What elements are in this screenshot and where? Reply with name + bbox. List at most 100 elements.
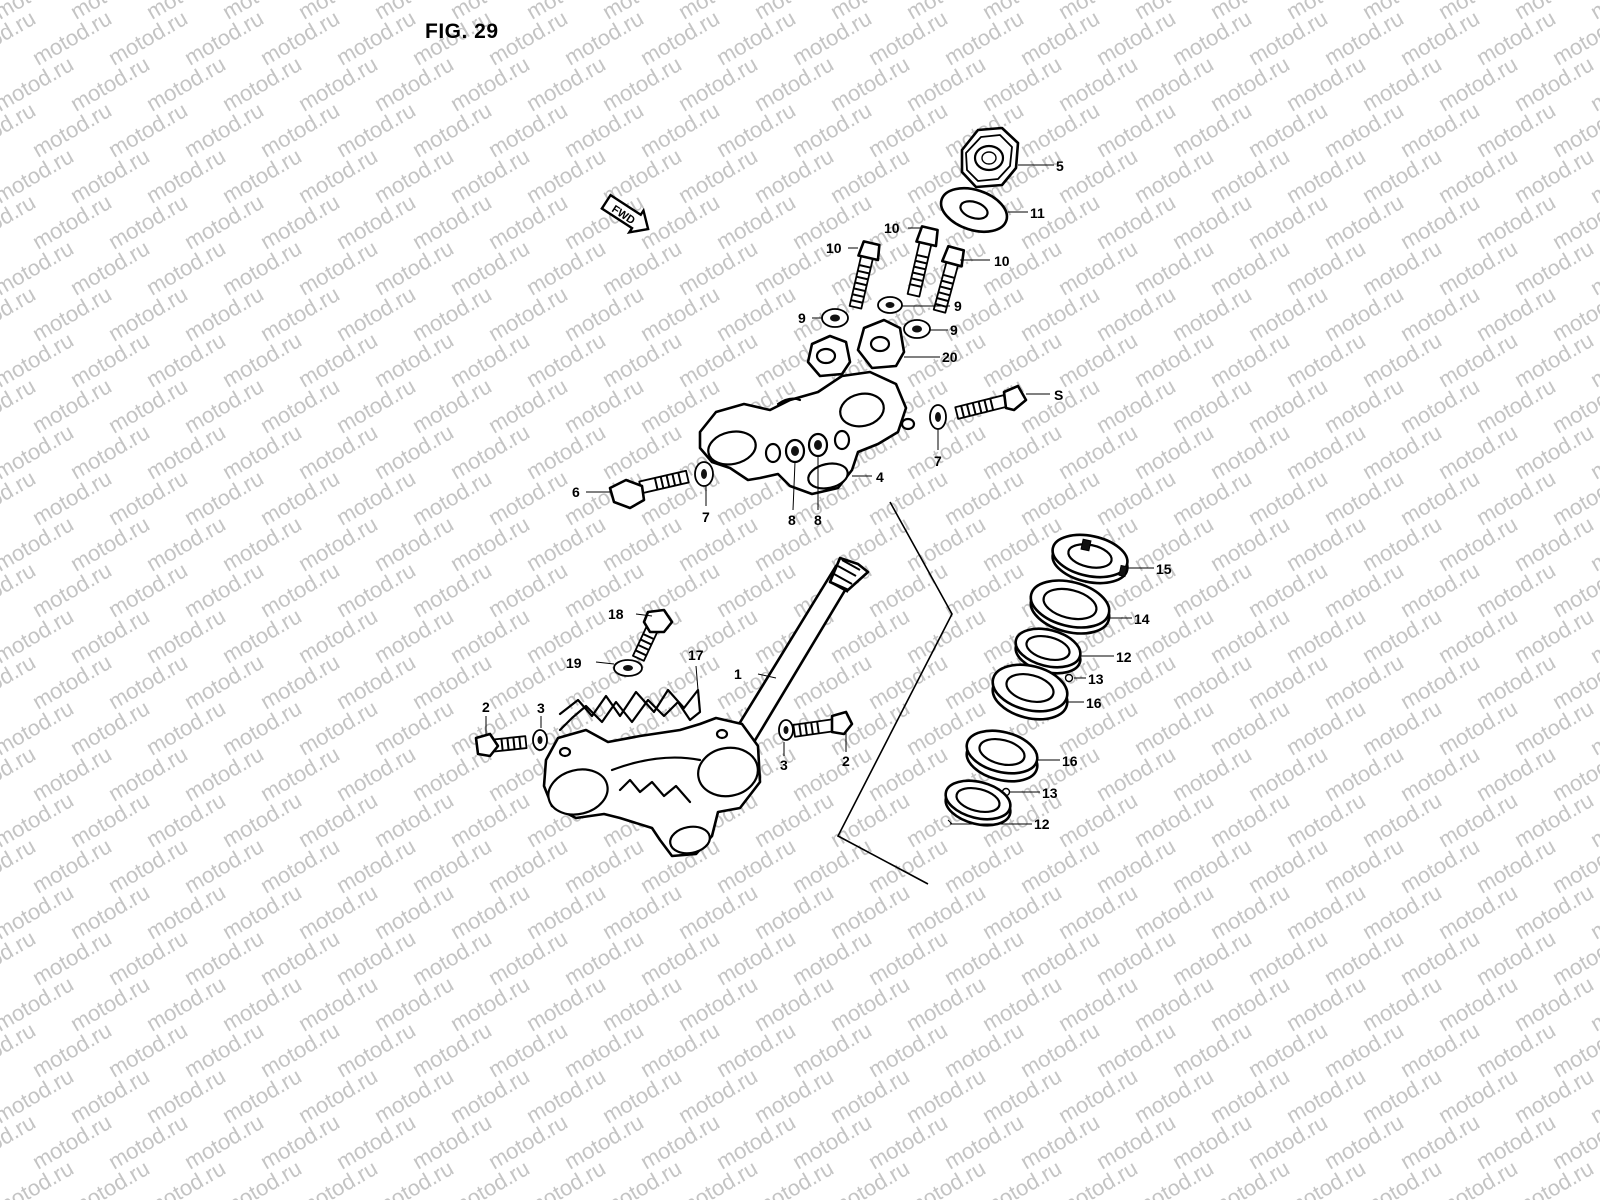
callout-8: 8 [814, 512, 822, 528]
watermark-text: motod.ru [370, 695, 458, 760]
watermark-text: motod.ru [28, 925, 116, 990]
watermark-text: motod.ru [256, 1017, 344, 1082]
watermark-text: motod.ru [28, 1109, 116, 1174]
watermark-text: motod.ru [1130, 787, 1218, 852]
watermark-text: motod.ru [864, 649, 952, 714]
watermark-text: motod.ru [294, 787, 382, 852]
watermark-text: motod.ru [598, 51, 686, 116]
watermark-text: motod.ru [826, 971, 914, 1036]
watermark-text: motod.ru [142, 1063, 230, 1128]
watermark-text: motod.ru [1396, 281, 1484, 346]
watermark-text: motod.ru [218, 787, 306, 852]
watermark-text: motod.ru [1434, 235, 1522, 300]
callout-9: 9 [954, 298, 962, 314]
watermark-text: motod.ru [1092, 97, 1180, 162]
watermark-text: motod.ru [256, 373, 344, 438]
watermark-text: motod.ru [1016, 189, 1104, 254]
watermark-text: motod.ru [446, 419, 534, 484]
watermark-text: motod.ru [1054, 327, 1142, 392]
watermark-text: motod.ru [1320, 97, 1408, 162]
watermark-text: motod.ru [294, 419, 382, 484]
watermark-text: motod.ru [370, 787, 458, 852]
watermark-text: motod.ru [750, 879, 838, 944]
watermark-text: motod.ru [1434, 787, 1522, 852]
watermark-text: motod.ru [180, 649, 268, 714]
watermark-text: motod.ru [1282, 143, 1370, 208]
watermark-text: motod.ru [978, 235, 1066, 300]
upper-bracket-left-bolt [608, 469, 690, 510]
watermark-text: motod.ru [332, 1109, 420, 1174]
watermark-text: motod.ru [826, 603, 914, 668]
callout-10: 10 [994, 253, 1010, 269]
watermark-text: motod.ru [560, 925, 648, 990]
watermark-text: motod.ru [408, 1017, 496, 1082]
watermark-text: motod.ru [1358, 879, 1446, 944]
watermark-text: motod.ru [1054, 879, 1142, 944]
watermark-text: motod.ru [788, 741, 876, 806]
watermark-text: motod.ru [1434, 879, 1522, 944]
watermark-text: motod.ru [256, 833, 344, 898]
watermark-text: motod.ru [218, 971, 306, 1036]
watermark-text: motod.ru [1434, 511, 1522, 576]
steering-stem [726, 556, 870, 754]
watermark-text: motod.ru [1434, 695, 1522, 760]
watermark-text: motod.ru [446, 511, 534, 576]
handlebar-clamp-bolt-3 [932, 244, 966, 314]
watermark-text: motod.ru [788, 1017, 876, 1082]
watermark-text: motod.ru [826, 1063, 914, 1128]
watermark-text: motod.ru [1510, 511, 1598, 576]
callout-3: 3 [537, 700, 545, 716]
watermark-text: motod.ru [1396, 741, 1484, 806]
callout-13: 13 [1088, 671, 1104, 687]
watermark-text: motod.ru [1434, 327, 1522, 392]
dust-seal-cover [1029, 579, 1111, 635]
watermark-text: motod.ru [1320, 833, 1408, 898]
watermark-text: motod.ru [1472, 5, 1560, 70]
watermark-text: motod.ru [560, 281, 648, 346]
watermark-text: motod.ru [180, 741, 268, 806]
watermark-text: motod.ru [1358, 327, 1446, 392]
watermark-text: motod.ru [370, 879, 458, 944]
watermark-text: motod.ru [940, 1017, 1028, 1082]
watermark-text: motod.ru [1282, 51, 1370, 116]
watermark-text: motod.ru [66, 879, 154, 944]
watermark-text: motod.ru [1244, 97, 1332, 162]
watermark-text: motod.ru [978, 327, 1066, 392]
watermark-text: motod.ru [28, 189, 116, 254]
watermark-text: motod.ru [712, 925, 800, 990]
watermark-text: motod.ru [66, 143, 154, 208]
callout-4: 4 [876, 469, 884, 485]
watermark-text: motod.ru [104, 5, 192, 70]
watermark-text: motod.ru [66, 603, 154, 668]
watermark-text: motod.ru [408, 373, 496, 438]
callout-1: 1 [734, 666, 742, 682]
watermark-text: motod.ru [750, 971, 838, 1036]
watermark-text: motod.ru [1320, 1109, 1408, 1174]
watermark-text: motod.ru [142, 511, 230, 576]
watermark-text: motod.ru [218, 419, 306, 484]
steering-stem-nut [960, 126, 1020, 189]
watermark-text: motod.ru [484, 189, 572, 254]
handlebar-holder [806, 318, 906, 378]
callout-11: 11 [1030, 205, 1045, 221]
watermark-text: motod.ru [1434, 1063, 1522, 1128]
watermark-text: motod.ru [1092, 741, 1180, 806]
pinch-bolt-washer-left [694, 461, 714, 487]
watermark-text: motod.ru [1206, 419, 1294, 484]
watermark-text: motod.ru [1130, 971, 1218, 1036]
watermark-text: motod.ru [370, 1063, 458, 1128]
callout-7: 7 [934, 453, 942, 469]
lower-bracket-pinch-bolt-right [792, 710, 854, 738]
watermark-text: motod.ru [1130, 879, 1218, 944]
watermark-text: motod.ru [294, 143, 382, 208]
watermark-text: motod.ru [180, 1017, 268, 1082]
watermark-text: motod.ru [446, 971, 534, 1036]
watermark-text: motod.ru [180, 5, 268, 70]
callout-9: 9 [798, 310, 806, 326]
watermark-text: motod.ru [294, 327, 382, 392]
watermark-text: motod.ru [1092, 5, 1180, 70]
clamp-bolt-washer-1 [821, 308, 849, 328]
watermark-text: motod.ru [28, 465, 116, 530]
watermark-text: motod.ru [674, 511, 762, 576]
watermark-text: motod.ru [484, 557, 572, 622]
